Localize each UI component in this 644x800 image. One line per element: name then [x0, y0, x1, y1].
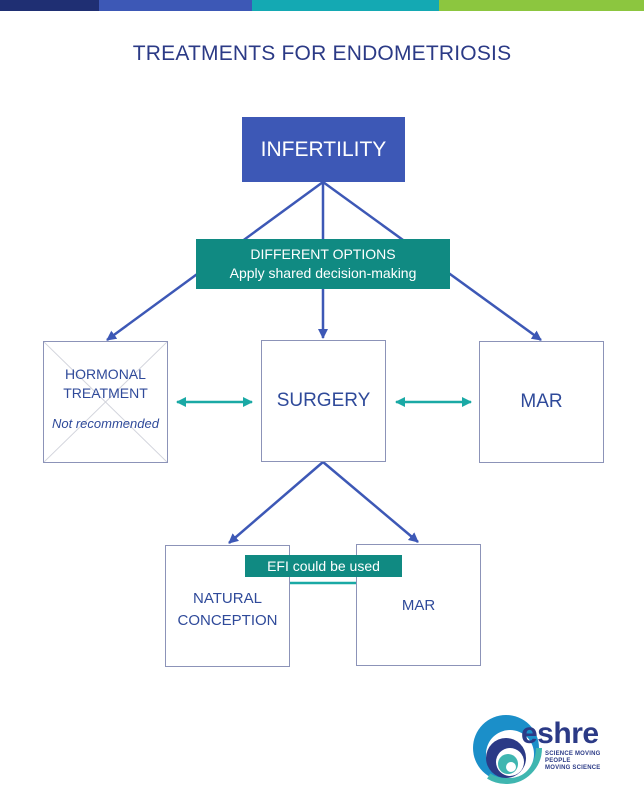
efi-banner: EFI could be used	[245, 555, 402, 577]
mar-top-label: MAR	[520, 391, 563, 412]
page-title: TREATMENTS FOR ENDOMETRIOSIS	[132, 42, 512, 65]
surgery-label: SURGERY	[276, 390, 371, 411]
natural-line1: NATURAL	[193, 590, 262, 607]
topbar-segment-teal	[252, 0, 439, 11]
infertility-label: INFERTILITY	[260, 137, 387, 161]
logo-wordmark: eshre	[521, 717, 599, 750]
arrow-to-natural	[228, 461, 324, 544]
not-recommended-note: Not recommended	[52, 416, 159, 431]
logo-tagline-line3: MOVING SCIENCE	[545, 765, 601, 771]
hormonal-title: HORMONAL TREATMENT	[63, 365, 148, 403]
natural-line2: CONCEPTION	[177, 612, 278, 629]
hormonal-treatment-box: HORMONAL TREATMENT Not recommended	[43, 341, 168, 463]
options-line2: Apply shared decision-making	[229, 265, 417, 281]
eshre-logo-icon	[470, 712, 542, 784]
logo-tagline-line2: PEOPLE	[545, 758, 571, 764]
topbar-segment-blue	[99, 0, 252, 11]
mar-top-box: MAR	[479, 341, 604, 463]
natural-conception-box: NATURAL CONCEPTION	[165, 545, 290, 667]
hormonal-line2: TREATMENT	[63, 385, 148, 401]
crossed-out-icon	[44, 342, 167, 462]
logo-tagline: SCIENCE MOVING PEOPLE MOVING SCIENCE	[545, 751, 600, 772]
logo-tagline-line1: SCIENCE MOVING	[545, 751, 601, 757]
options-banner: DIFFERENT OPTIONS Apply shared decision-…	[196, 239, 450, 289]
arrow-to-mar-bottom	[322, 461, 419, 543]
hormonal-line1: HORMONAL	[65, 366, 146, 382]
options-line1: DIFFERENT OPTIONS	[250, 246, 396, 262]
infertility-box: INFERTILITY	[242, 117, 405, 182]
topbar-segment-navy	[0, 0, 99, 11]
topbar-segment-green	[439, 0, 644, 11]
top-color-bar	[0, 0, 644, 11]
surgery-box: SURGERY	[261, 340, 386, 462]
mar-bottom-label: MAR	[401, 596, 436, 614]
efi-label: EFI could be used	[267, 558, 380, 574]
